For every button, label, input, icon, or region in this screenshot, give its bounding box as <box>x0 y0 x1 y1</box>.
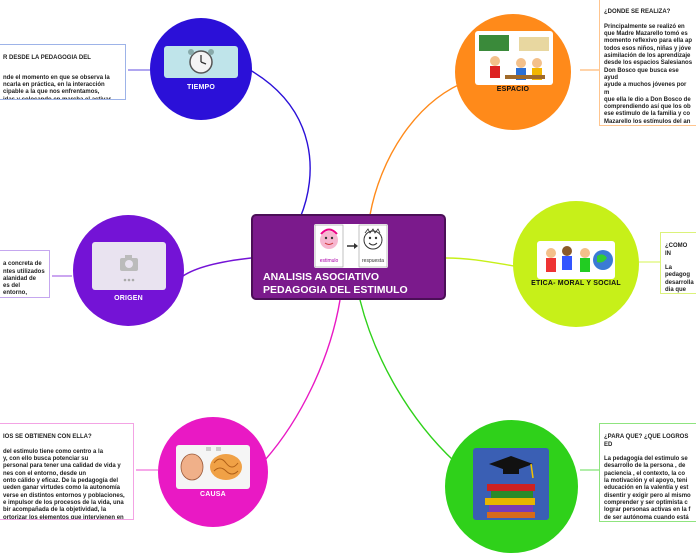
note-origen[interactable]: a concreta de ntes utilizados alanidad d… <box>0 250 50 298</box>
node-espacio[interactable]: ESPACIO <box>455 14 571 130</box>
note-logros-title: ¿PARA QUE? ¿QUE LOGROS ED <box>604 434 689 448</box>
node-etica[interactable]: ETICA- MORAL Y SOCIAL <box>513 201 639 327</box>
central-title: ANALISIS ASOCIATIVO PEDAGOGIA DEL ESTIMU… <box>263 271 408 297</box>
node-etica-label: ETICA- MORAL Y SOCIAL <box>531 280 621 287</box>
note-causa[interactable]: IOS SE OBTIENEN CON ELLA? del estimulo t… <box>0 423 134 520</box>
estimulo-caption: estimulo <box>320 258 339 264</box>
connector-causa <box>264 299 341 461</box>
note-logros[interactable]: ¿PARA QUE? ¿QUE LOGROS ED La pedagogía d… <box>599 423 696 522</box>
note-tiempo[interactable]: R DESDE LA PEDAGOGIA DEL nde el momento … <box>0 44 126 100</box>
note-logros-body: La pedagogía del estimulo se desarrollo … <box>604 456 691 521</box>
connector-espacio <box>369 79 471 216</box>
central-title-line1: ANALISIS ASOCIATIVO <box>263 271 380 283</box>
connector-origen <box>182 257 252 277</box>
note-etica[interactable]: ¿COMO IN La pedagog desarrolla dia que e… <box>660 232 696 294</box>
node-causa-label: CAUSA <box>200 491 226 498</box>
node-espacio-label: ESPACIO <box>496 86 530 93</box>
central-topic[interactable]: estimulo respuesta ANALISIS ASOCIATIVO P… <box>251 214 446 300</box>
note-tiempo-title: R DESDE LA PEDAGOGIA DEL <box>3 55 91 62</box>
clock-icon <box>164 46 238 78</box>
node-causa[interactable]: CAUSA <box>158 417 268 527</box>
note-espacio-title: ¿DONDE SE REALIZA? <box>604 9 671 16</box>
brain-icon <box>176 445 250 489</box>
stimulus-response-image: estimulo respuesta <box>314 224 388 268</box>
node-tiempo-label: TIEMPO <box>186 84 216 91</box>
respuesta-caption: respuesta <box>362 258 384 264</box>
node-logros[interactable] <box>445 420 578 553</box>
note-etica-body: La pedagog desarrolla dia que es princip… <box>665 265 694 294</box>
connector-logros <box>359 299 456 463</box>
connector-tiempo <box>249 69 311 219</box>
note-tiempo-body: nde el momento en que se observa la ncar… <box>3 74 113 100</box>
mind-map-canvas <box>52 69 660 471</box>
note-origen-body: a concreta de ntes utilizados alanidad d… <box>3 261 45 297</box>
connector-etica <box>445 257 515 267</box>
node-tiempo[interactable]: TIEMPO <box>150 18 252 120</box>
books-graduation-icon <box>473 448 549 520</box>
central-title-line2: PEDAGOGIA DEL ESTIMULO <box>263 284 408 296</box>
note-etica-title: ¿COMO IN <box>665 243 688 257</box>
note-causa-body: del estimulo tiene como centro a la y, c… <box>3 448 125 520</box>
camera-icon <box>92 242 166 290</box>
node-origen[interactable]: ORIGEN <box>73 215 184 326</box>
note-espacio-body: Principalmente se realizó en que Madre M… <box>604 23 693 125</box>
node-origen-label: ORIGEN <box>114 295 143 302</box>
note-espacio[interactable]: ¿DONDE SE REALIZA? Principalmente se rea… <box>599 0 696 126</box>
note-causa-title: IOS SE OBTIENEN CON ELLA? <box>3 434 92 441</box>
classroom-icon <box>475 31 553 85</box>
children-globe-icon <box>537 241 615 279</box>
